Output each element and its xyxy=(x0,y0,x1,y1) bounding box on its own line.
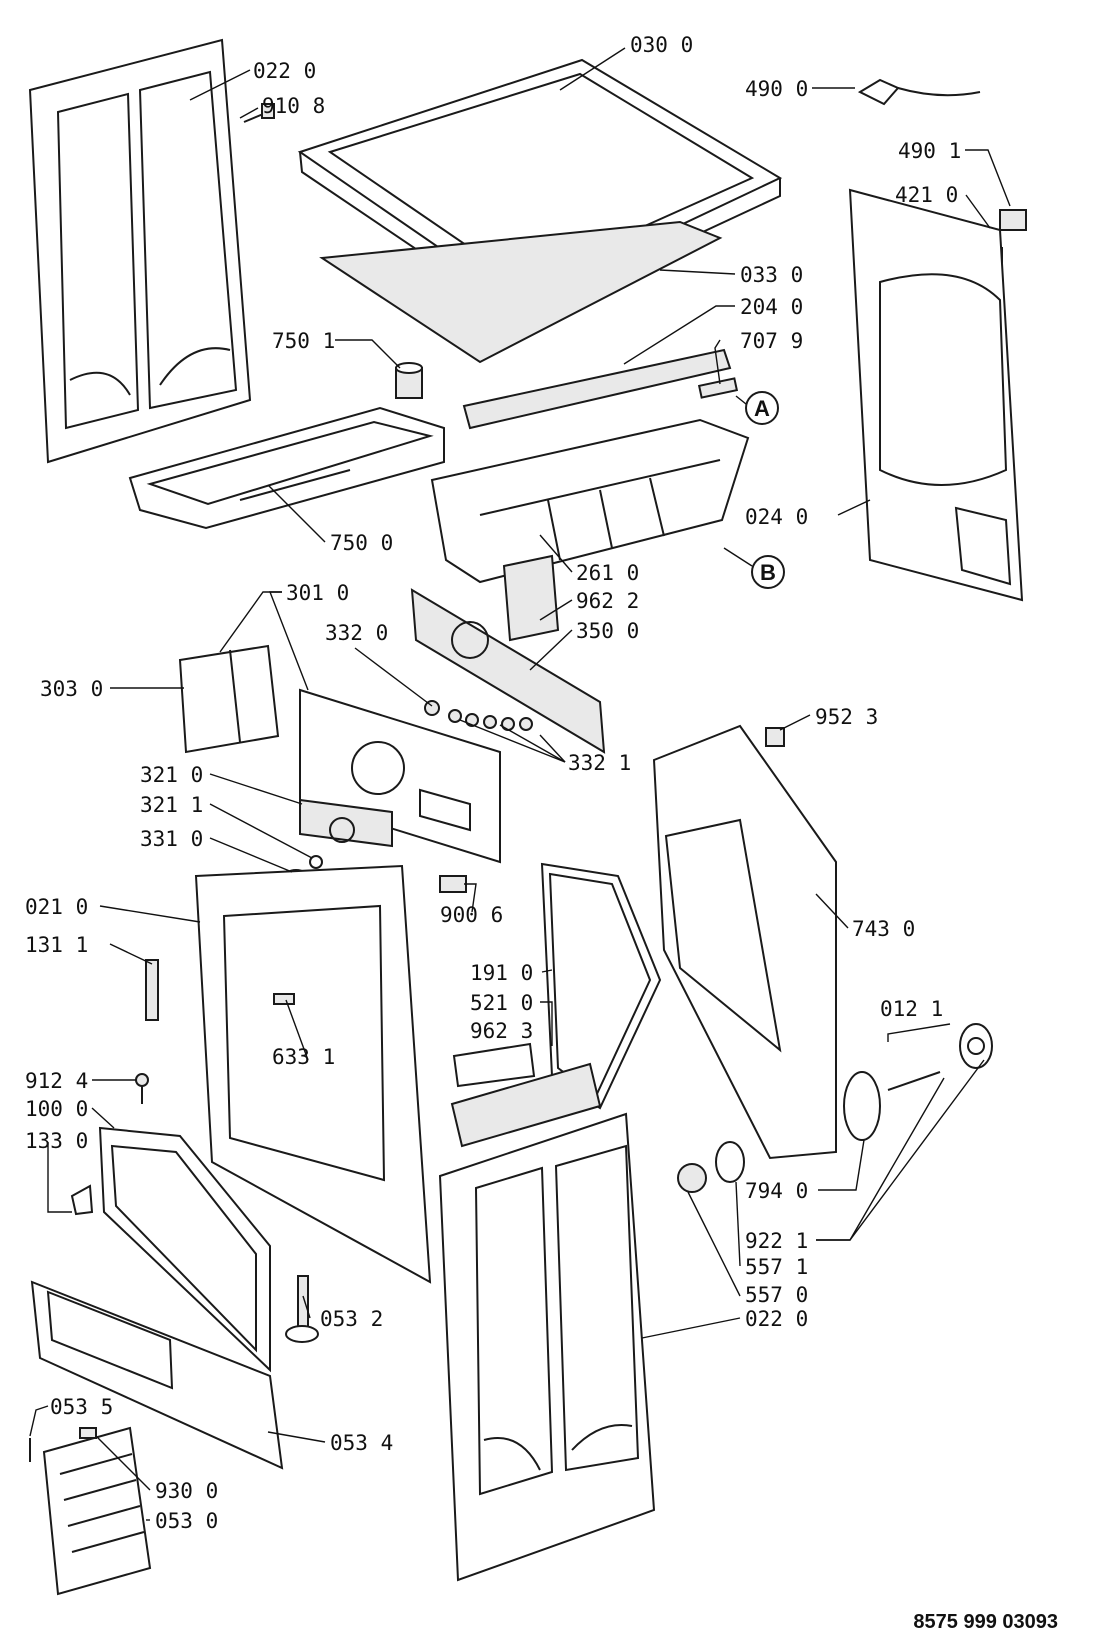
air-duct xyxy=(430,418,750,584)
label-261-0: 261 0 xyxy=(576,561,639,585)
label-900-6: 900 6 xyxy=(440,903,503,927)
label-321-1: 321 1 xyxy=(140,793,203,817)
grille xyxy=(42,1426,152,1596)
knobs xyxy=(424,700,533,731)
label-633-1: 633 1 xyxy=(272,1045,335,1069)
leader-lines xyxy=(29,47,1011,1521)
thermostat xyxy=(677,1141,745,1193)
label-021-0: 021 0 xyxy=(25,895,88,919)
clip-900-6 xyxy=(439,875,467,893)
power-cord xyxy=(857,78,981,106)
control-panel xyxy=(299,688,501,864)
label-024-0: 024 0 xyxy=(745,505,808,529)
label-490-0: 490 0 xyxy=(745,77,808,101)
label-030-0: 030 0 xyxy=(630,33,693,57)
label-022-0-top: 022 0 xyxy=(253,59,316,83)
label-922-1: 922 1 xyxy=(745,1229,808,1253)
detergent-drawer xyxy=(178,644,280,754)
foot-053-2 xyxy=(285,1275,319,1343)
label-521-0: 521 0 xyxy=(470,991,533,1015)
label-332-0: 332 0 xyxy=(325,621,388,645)
label-133-0: 133 0 xyxy=(25,1129,88,1153)
marker-a-label: A xyxy=(754,396,770,421)
label-794-0: 794 0 xyxy=(745,1179,808,1203)
marker-b: B xyxy=(723,547,785,589)
label-321-0: 321 0 xyxy=(140,763,203,787)
sensor-952 xyxy=(765,727,785,747)
control-board xyxy=(410,588,606,754)
side-panel-right xyxy=(438,1112,656,1582)
fan-012 xyxy=(887,1023,993,1091)
label-053-4: 053 4 xyxy=(330,1431,393,1455)
catch-633 xyxy=(273,993,295,1005)
electronic-module xyxy=(450,1042,602,1148)
label-033-0: 033 0 xyxy=(740,263,803,287)
cup-750-1 xyxy=(395,362,423,399)
label-053-2: 053 2 xyxy=(320,1307,383,1331)
label-952-3: 952 3 xyxy=(815,705,878,729)
label-301-0: 301 0 xyxy=(286,581,349,605)
part-labels: 022 0 910 8 030 0 490 0 490 1 421 0 033 … xyxy=(25,33,961,1533)
hinge-131 xyxy=(145,959,159,1021)
label-930-0: 930 0 xyxy=(155,1479,218,1503)
label-053-0: 053 0 xyxy=(155,1509,218,1533)
belt-ring xyxy=(843,1071,881,1141)
kick-plate xyxy=(30,1280,284,1470)
label-557-1: 557 1 xyxy=(745,1255,808,1279)
document-number: 8575 999 03093 xyxy=(913,1611,1058,1633)
button-plate xyxy=(299,798,393,848)
door-100 xyxy=(98,1126,271,1373)
label-204-0: 204 0 xyxy=(740,295,803,319)
label-131-1: 131 1 xyxy=(25,933,88,957)
label-332-1: 332 1 xyxy=(568,751,631,775)
marker-a: A xyxy=(735,391,779,425)
label-331-0: 331 0 xyxy=(140,827,203,851)
label-100-0: 100 0 xyxy=(25,1097,88,1121)
label-490-1: 490 1 xyxy=(898,139,961,163)
label-012-1: 012 1 xyxy=(880,997,943,1021)
door-gasket xyxy=(540,862,662,1110)
water-container xyxy=(128,406,445,530)
label-350-0: 350 0 xyxy=(576,619,639,643)
label-910-8: 910 8 xyxy=(262,94,325,118)
label-191-0: 191 0 xyxy=(470,961,533,985)
label-707-9: 707 9 xyxy=(740,329,803,353)
screw-912 xyxy=(135,1073,149,1104)
label-743-0: 743 0 xyxy=(852,917,915,941)
side-panel-left xyxy=(28,38,252,464)
label-962-2: 962 2 xyxy=(576,589,639,613)
label-053-5: 053 5 xyxy=(50,1395,113,1419)
strip-204 xyxy=(462,348,732,430)
label-750-0: 750 0 xyxy=(330,531,393,555)
label-750-1: 750 1 xyxy=(272,329,335,353)
label-912-4: 912 4 xyxy=(25,1069,88,1093)
front-panel xyxy=(194,864,432,1284)
screw-910-8 xyxy=(243,103,275,123)
drum-support xyxy=(652,724,837,1160)
marker-b-label: B xyxy=(760,560,776,585)
back-panel xyxy=(848,188,1024,602)
label-962-3: 962 3 xyxy=(470,1019,533,1043)
label-303-0: 303 0 xyxy=(40,677,103,701)
label-022-0-bottom: 022 0 xyxy=(745,1307,808,1331)
label-421-0: 421 0 xyxy=(895,183,958,207)
hose-connector xyxy=(697,377,739,399)
label-sheet xyxy=(502,554,560,642)
under-plate xyxy=(319,220,723,364)
label-557-0: 557 0 xyxy=(745,1283,808,1307)
handle-133 xyxy=(70,1184,94,1216)
